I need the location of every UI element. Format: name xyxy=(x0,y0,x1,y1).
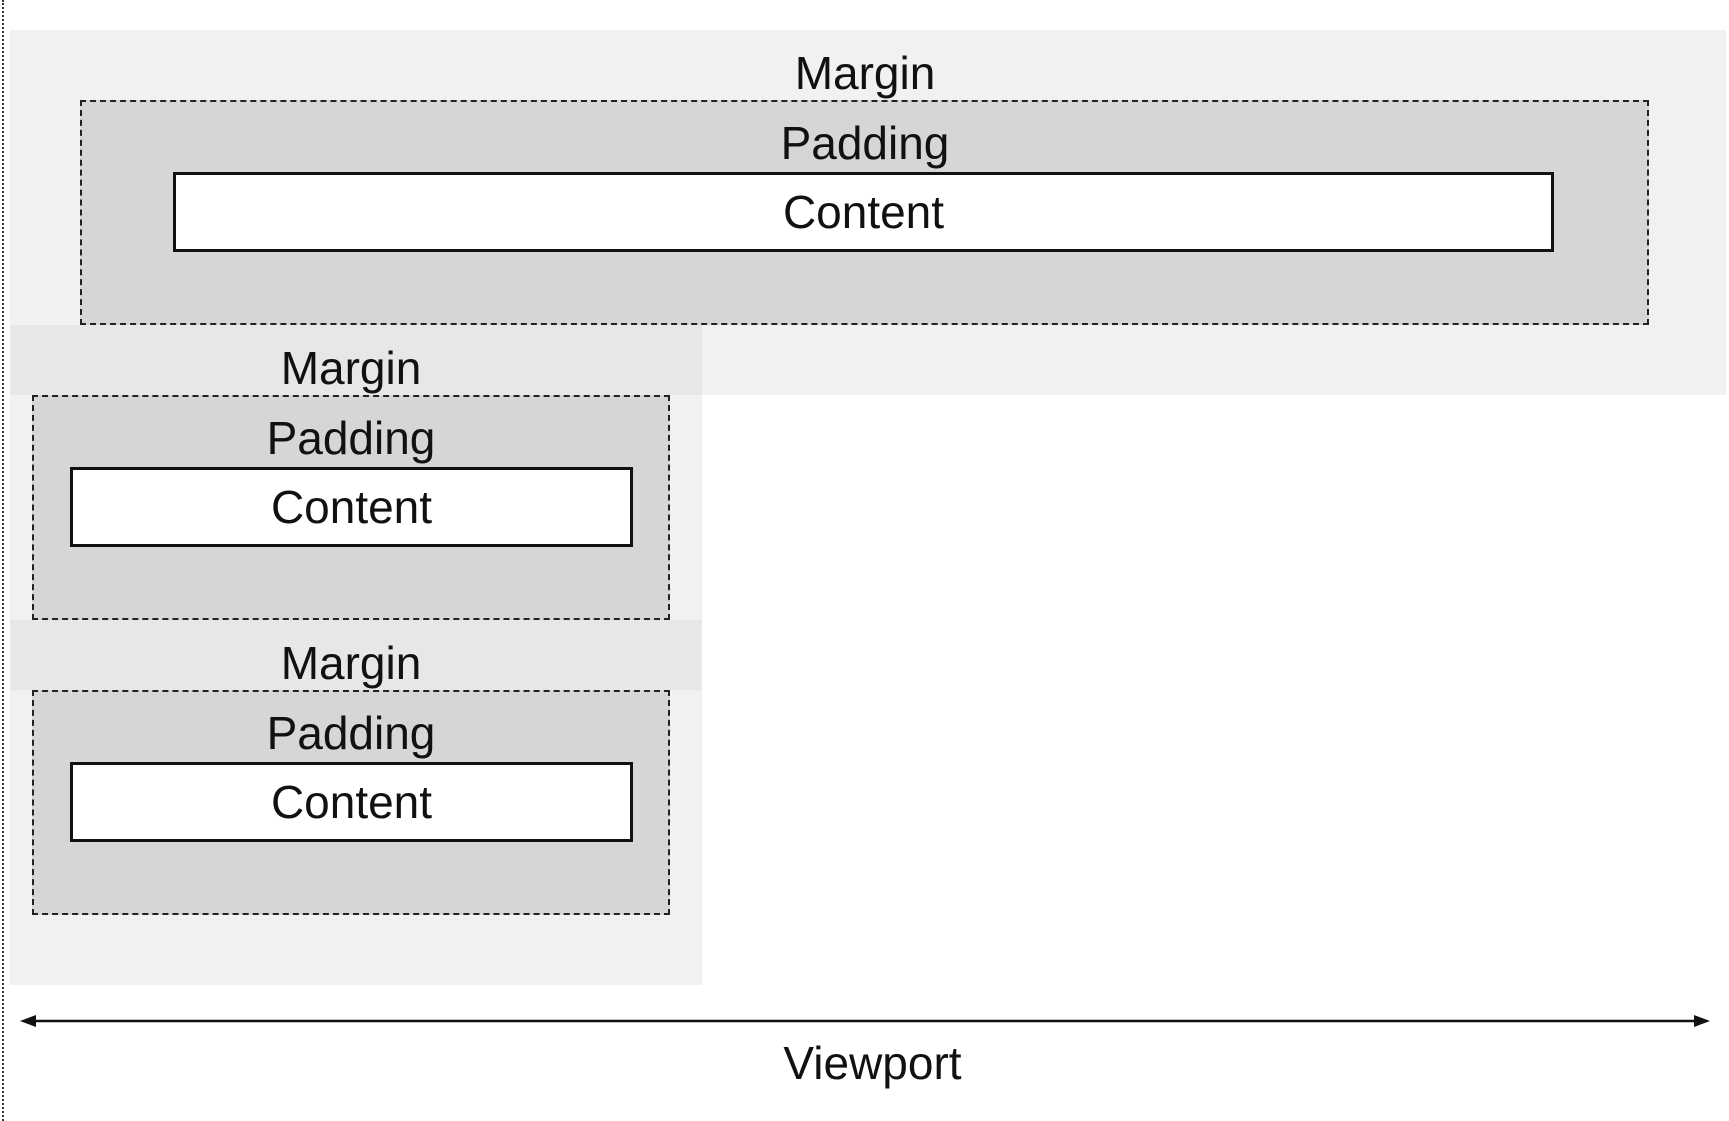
margin-label-2: Margin xyxy=(280,342,422,394)
content-box-1: Content xyxy=(173,172,1554,252)
arrow-right-head-icon xyxy=(1694,1015,1710,1027)
padding-label-1: Padding xyxy=(780,117,950,169)
viewport-label: Viewport xyxy=(783,1037,962,1089)
padding-label-2: Padding xyxy=(266,412,436,464)
padding-label-3: Padding xyxy=(266,707,436,759)
margin-label-3: Margin xyxy=(280,637,422,689)
margin-overlap-2-3 xyxy=(10,620,702,690)
viewport-left-edge xyxy=(2,0,4,1121)
content-box-2: Content xyxy=(70,467,633,547)
margin-label-1: Margin xyxy=(794,47,936,99)
arrow-left-head-icon xyxy=(20,1015,36,1027)
margin-overlap-1-2 xyxy=(10,325,702,395)
content-box-3: Content xyxy=(70,762,633,842)
